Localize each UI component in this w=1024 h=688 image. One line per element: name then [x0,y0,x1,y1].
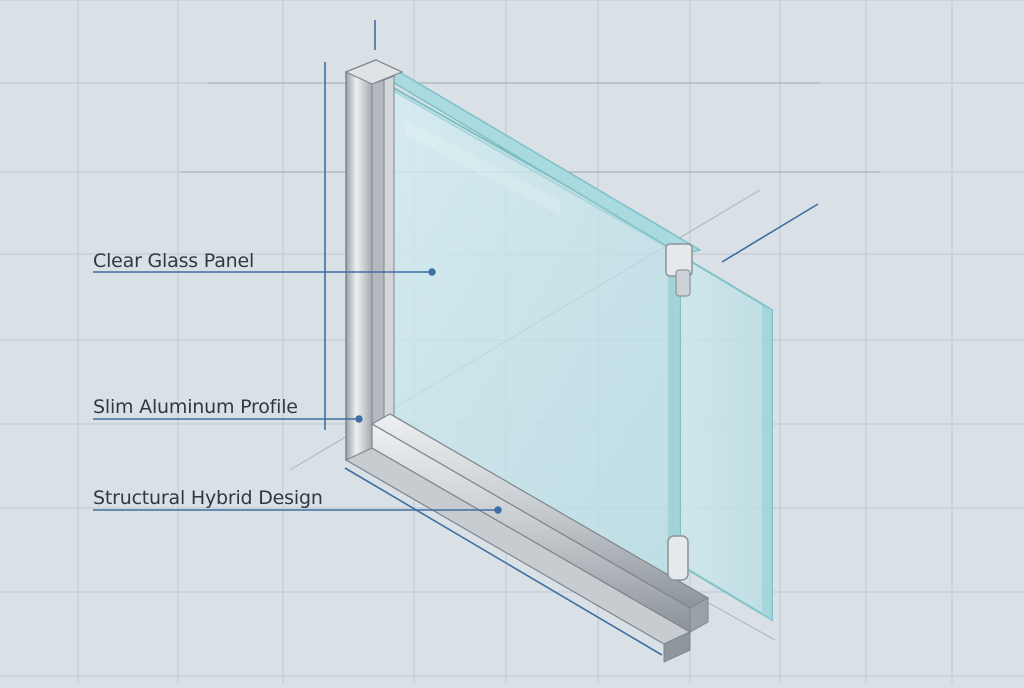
callout-structural-hybrid-design: Structural Hybrid Design [93,487,323,509]
dimension-lines [324,20,819,656]
glass-panel-rear [671,248,773,622]
glass-clip-top [665,243,693,297]
callout-slim-aluminum-profile: Slim Aluminum Profile [93,396,298,418]
callout-clear-glass-panel: Clear Glass Panel [93,250,255,272]
glass-clip-bottom [667,535,689,581]
aluminum-profile-horizontal [344,413,710,663]
aluminum-profile-vertical [344,58,404,462]
callout-leaders [93,268,502,514]
clear-glass-panel [373,69,703,598]
